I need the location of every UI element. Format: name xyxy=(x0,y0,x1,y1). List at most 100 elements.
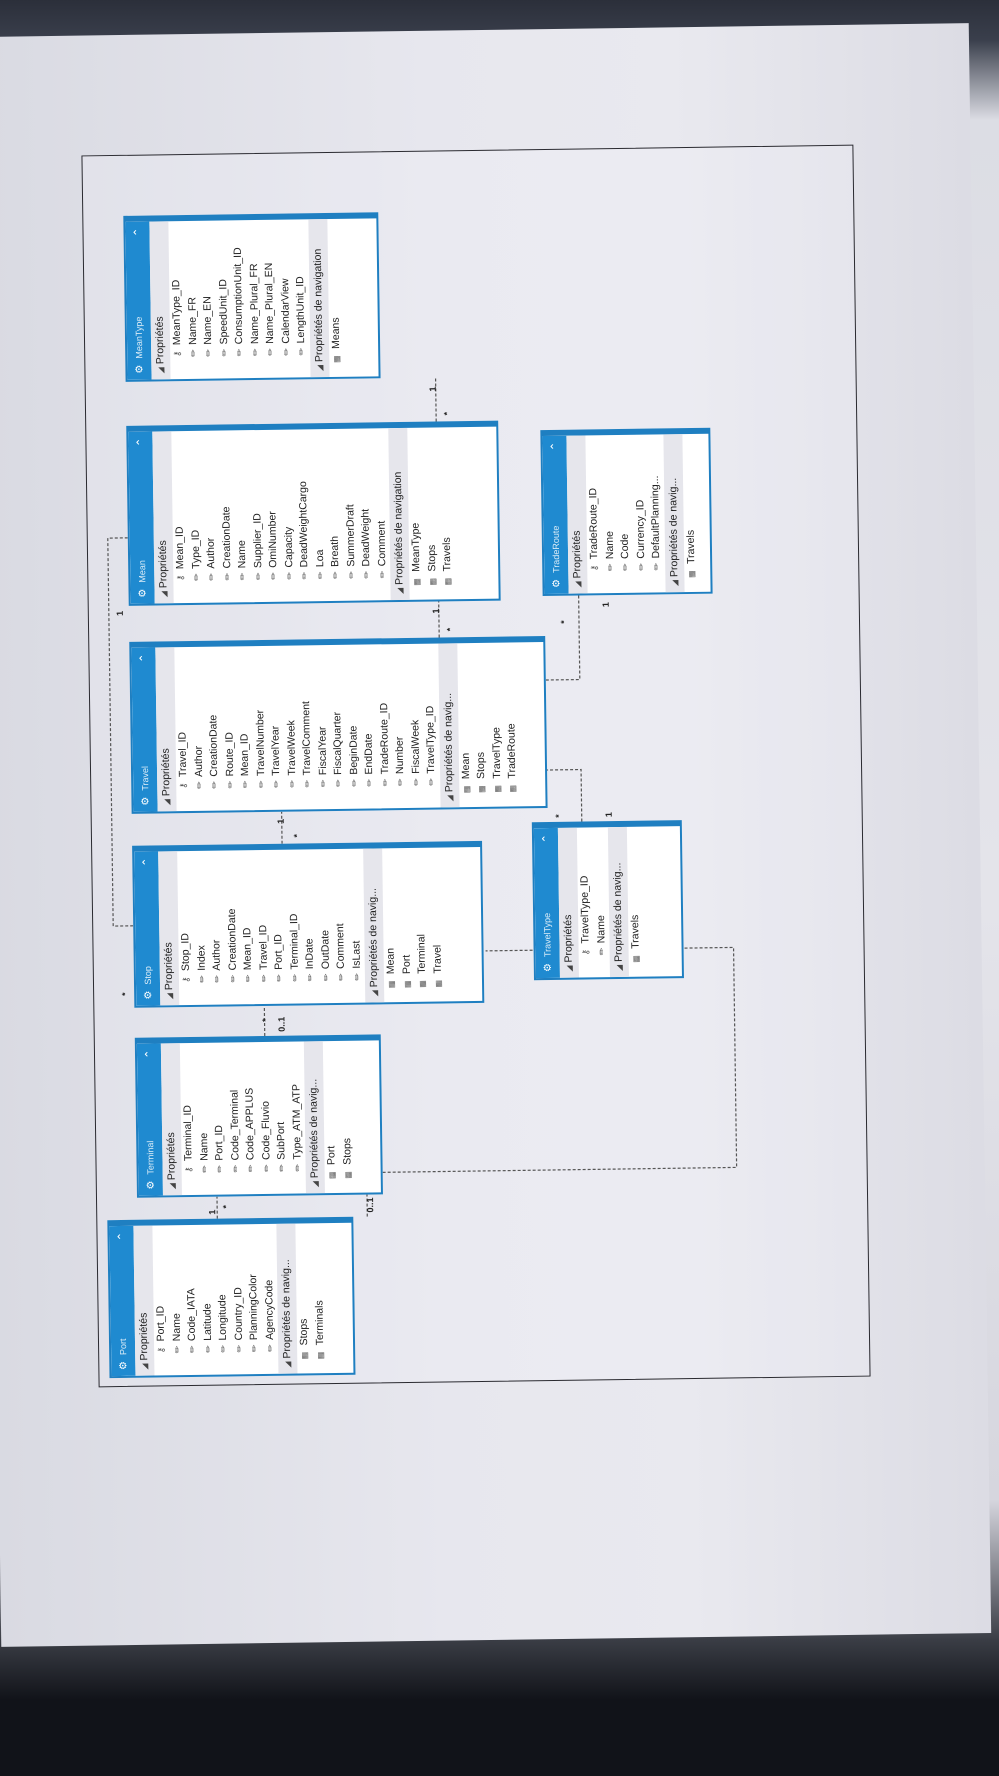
navigation-icon: ▦ xyxy=(492,785,502,793)
property-icon: ✏ xyxy=(203,349,214,357)
navigation-section-header[interactable]: ◢Propriétés de navig... xyxy=(363,848,385,1003)
properties-section-header[interactable]: ◢ Propriétés xyxy=(149,221,171,380)
collapse-triangle-icon: ◢ xyxy=(156,367,166,374)
properties-section-header[interactable]: ◢Propriétés xyxy=(158,851,180,1006)
mult-travel-traderoute-b: 1 xyxy=(600,602,611,608)
navigation-section-header[interactable]: ◢Propriétés de navigation xyxy=(388,427,410,601)
entity-icon: ⚙ xyxy=(133,364,145,374)
collapse-triangle-icon: ◢ xyxy=(162,799,172,806)
navigation-row[interactable]: ▦TradeRoute xyxy=(503,642,521,806)
entity-header[interactable]: ⚙Port⌃ xyxy=(109,1225,136,1377)
collapse-chevron-icon[interactable]: ⌃ xyxy=(548,441,562,452)
property-name: EndDate xyxy=(362,733,376,775)
entity-header[interactable]: ⚙Travel⌃ xyxy=(131,647,158,812)
navigation-icon: ▦ xyxy=(343,1171,353,1179)
entity-icon: ⚙ xyxy=(136,588,149,598)
navigation-row[interactable]: ▦Travels xyxy=(438,427,456,599)
collapse-triangle-icon: ◢ xyxy=(140,1363,150,1370)
property-icon: ✏ xyxy=(245,1164,256,1173)
property-icon: ✏ xyxy=(249,348,260,357)
navigation-name: TradeRoute xyxy=(505,723,519,779)
entity-title: TradeRoute xyxy=(550,525,562,573)
entity-header[interactable]: ⚙Terminal⌃ xyxy=(136,1043,163,1196)
navigation-row[interactable]: ▦Travels xyxy=(682,434,700,592)
mult-stop-port-star: * xyxy=(120,992,131,996)
collapse-chevron-icon[interactable]: ⌃ xyxy=(131,227,145,237)
navigation-section-header[interactable]: ◢Propriétés de navig... xyxy=(276,1223,298,1374)
link-travel-traderoute xyxy=(545,595,581,681)
section-label: Propriétés xyxy=(562,914,575,963)
navigation-row[interactable]: ▦Travels xyxy=(627,827,645,977)
mult-stop-travel-b: 1 xyxy=(275,818,286,824)
property-name: Travel_ID xyxy=(176,731,190,778)
property-icon: ✏ xyxy=(240,780,251,789)
navigation-name: Stops xyxy=(297,1318,311,1346)
diagram-frame: ⚙Port⌃◢Propriétés⚷Port_ID✏Name✏Code_IATA… xyxy=(81,144,871,1388)
entity-header[interactable]: ⚙TravelType⌃ xyxy=(533,827,560,979)
property-name: TravelComment xyxy=(300,700,314,776)
collapse-triangle-icon: ◢ xyxy=(283,1361,293,1368)
property-icon: ✏ xyxy=(376,570,387,579)
entity-header[interactable]: ⚙Stop⌃ xyxy=(134,851,161,1006)
properties-section-header[interactable]: ◢Propriétés xyxy=(557,827,579,978)
properties-section-header[interactable]: ◢ Propriétés xyxy=(155,647,177,812)
entity-header[interactable]: ⚙TradeRoute⌃ xyxy=(542,435,569,595)
entity-header[interactable]: ⚙Mean⌃ xyxy=(128,431,155,604)
property-icon: ✏ xyxy=(234,348,245,357)
navigation-row[interactable]: ▦Stops xyxy=(338,1041,356,1193)
section-label: Propriétés xyxy=(159,748,173,797)
entity-traderoute[interactable]: ⚙TradeRoute⌃◢Propriétés⚷TradeRoute_ID✏Na… xyxy=(540,427,713,597)
property-name: CreationDate xyxy=(219,506,233,569)
property-name: OutDate xyxy=(318,929,332,970)
property-icon: ✏ xyxy=(302,779,313,788)
navigation-name: Travel xyxy=(430,944,444,974)
entity-traveltype[interactable]: ⚙TravelType⌃◢Propriétés⚷TravelType_ID✏Na… xyxy=(531,820,684,981)
collapse-chevron-icon[interactable]: ⌃ xyxy=(143,1049,156,1059)
property-icon: ✏ xyxy=(361,570,372,579)
collapse-triangle-icon: ◢ xyxy=(370,990,380,997)
properties-section-header[interactable]: ◢Propriétés xyxy=(566,435,588,594)
navigation-section-header[interactable]: ◢Propriétés de navig... xyxy=(437,643,460,808)
property-name: MeanType_ID xyxy=(170,279,184,346)
navigation-section-header[interactable]: ◢Propriétés de navig... xyxy=(662,434,685,593)
properties-section-header[interactable]: ◢Propriétés xyxy=(160,1043,182,1196)
entity-icon: ⚙ xyxy=(142,990,154,1000)
navigation-icon: ▦ xyxy=(331,355,341,363)
properties-section-header[interactable]: ◢Propriétés xyxy=(152,431,174,604)
property-name: Terminal_ID xyxy=(181,1104,195,1162)
link-travel-traveltype xyxy=(547,768,583,822)
section-label: Propriétés xyxy=(153,316,167,365)
property-icon: ✏ xyxy=(317,779,328,788)
collapse-chevron-icon[interactable]: ⌃ xyxy=(134,437,148,447)
navigation-row[interactable]: ▦Terminals xyxy=(311,1223,329,1373)
navigation-section-header[interactable]: ◢Propriétés de navigation xyxy=(307,219,330,378)
property-icon: ✏ xyxy=(596,947,607,956)
collapse-chevron-icon[interactable]: ⌃ xyxy=(540,833,553,844)
navigation-row[interactable]: ▦Means xyxy=(327,219,345,377)
navigation-name: Terminals xyxy=(312,1300,326,1346)
property-icon: ✏ xyxy=(296,347,307,356)
entity-travel[interactable]: ⚙Travel⌃◢Propriétés⚷Travel_ID✏Author✏Cre… xyxy=(129,636,548,814)
properties-section-header[interactable]: ◢Propriétés xyxy=(133,1225,155,1376)
collapse-chevron-icon[interactable]: ⌃ xyxy=(137,653,151,663)
entity-header[interactable]: ⚙MeanType⌃ xyxy=(125,221,152,380)
section-label: Propriétés xyxy=(162,942,176,991)
property-name: Supplier_ID xyxy=(250,513,264,569)
entity-meantype[interactable]: ⚙MeanType⌃◢Propriétés⚷MeanType_ID✏Name_F… xyxy=(123,212,381,382)
entity-terminal[interactable]: ⚙Terminal⌃◢Propriétés⚷Terminal_ID✏Name✏P… xyxy=(134,1034,383,1198)
property-name: TravelType_ID xyxy=(578,875,592,944)
property-icon: ✏ xyxy=(273,974,284,982)
navigation-row[interactable]: ▦Travel xyxy=(429,847,447,1001)
property-icon: ✏ xyxy=(221,572,232,581)
entity-icon: ⚙ xyxy=(117,1360,129,1371)
navigation-section-header[interactable]: ◢Propriétés de navig... xyxy=(607,826,629,978)
collapse-chevron-icon[interactable]: ⌃ xyxy=(140,857,153,867)
entity-mean[interactable]: ⚙Mean⌃◢Propriétés⚷Mean_ID✏Type_ID✏Author… xyxy=(126,420,501,606)
collapse-chevron-icon[interactable]: ⌃ xyxy=(115,1231,129,1242)
navigation-section-header[interactable]: ◢Propriétés de navig... xyxy=(303,1041,325,1194)
entity-port[interactable]: ⚙Port⌃◢Propriétés⚷Port_ID✏Name✏Code_IATA… xyxy=(107,1216,356,1379)
property-name: Number xyxy=(393,736,407,775)
property-name: Longitude xyxy=(216,1294,229,1341)
entity-stop[interactable]: ⚙Stop⌃◢Propriétés⚷Stop_ID✏Index✏Author✏C… xyxy=(132,840,485,1008)
property-icon: ✏ xyxy=(202,1345,213,1353)
